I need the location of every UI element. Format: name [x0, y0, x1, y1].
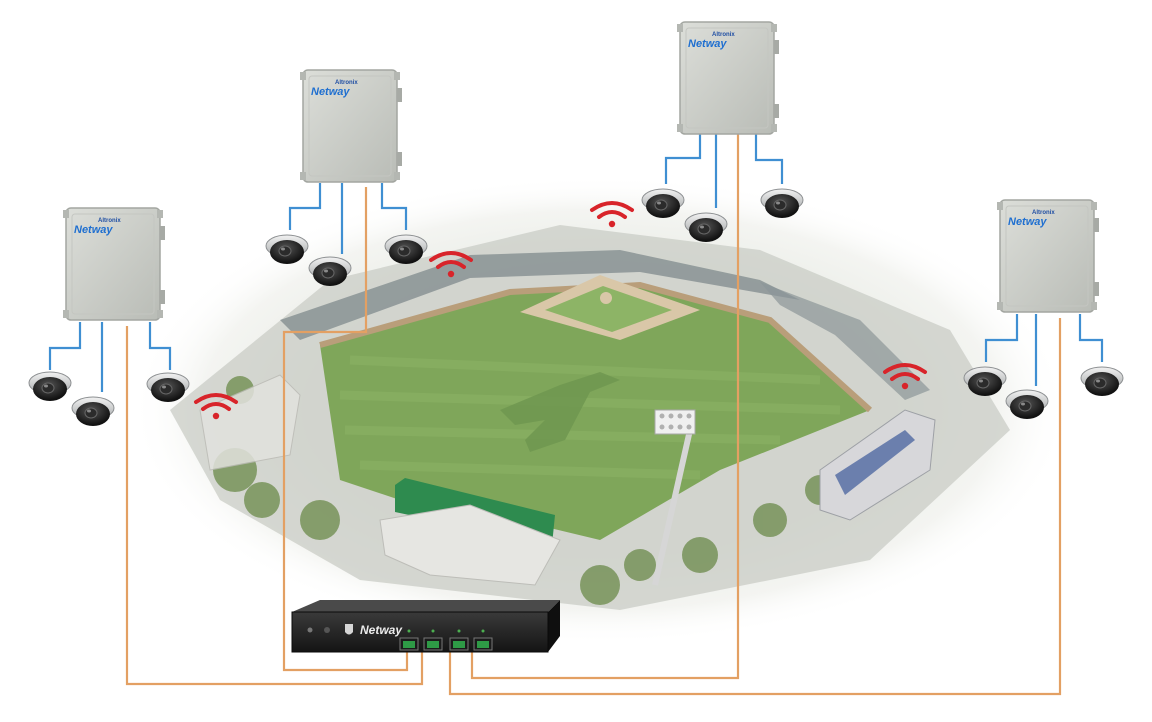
- outdoor-enclosure-2: Altronix Netway: [299, 69, 403, 183]
- brand-product-label: Netway: [688, 38, 727, 50]
- brand-small-label: Altronix: [335, 80, 358, 86]
- outdoor-enclosure-3: Altronix Netway: [676, 21, 780, 135]
- camera-cables: [48, 132, 1104, 392]
- switch-port-2: [427, 641, 439, 648]
- brand-small-label: Altronix: [712, 32, 735, 38]
- cable-enclosure-1: [125, 326, 424, 686]
- netway-switch-icon: [291, 611, 549, 653]
- brand-product-label: Netway: [311, 86, 350, 98]
- switch-port-1: [403, 641, 415, 648]
- fiber-cables: [125, 132, 1062, 696]
- dome-camera-icon: [28, 371, 72, 402]
- brand-product-label: Netway: [74, 224, 113, 236]
- switch-port-4: [477, 641, 489, 648]
- outdoor-enclosure-1: Altronix Netway: [62, 207, 166, 321]
- brand-product-label: Netway: [1008, 216, 1047, 228]
- dome-camera-icon: [1080, 366, 1124, 397]
- switch-port-3: [453, 641, 465, 648]
- dome-camera-icon: [71, 396, 115, 427]
- netway-switch: Netway: [291, 600, 560, 653]
- cable-enclosure-4: [448, 318, 1062, 696]
- outdoor-enclosure-4: Altronix Netway: [996, 199, 1100, 313]
- switch-brand-label: Netway: [360, 623, 403, 637]
- brand-small-label: Altronix: [98, 218, 121, 224]
- brand-small-label: Altronix: [1032, 210, 1055, 216]
- cable-enclosure-2: [282, 187, 409, 672]
- cable-enclosure-3: [470, 132, 740, 680]
